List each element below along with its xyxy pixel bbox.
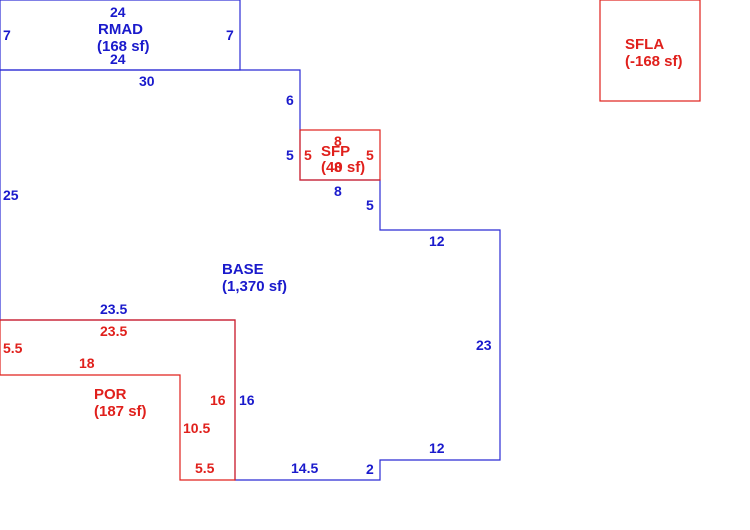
dim-sfp-right: 5 (366, 147, 374, 163)
dim-base-notch: 2 (366, 461, 374, 477)
dim-base-left-top: 23.5 (100, 301, 127, 317)
dim-por-right: 16 (210, 392, 226, 408)
dim-rmad-top: 24 (110, 4, 126, 20)
dim-rmad-right: 7 (226, 27, 234, 43)
dim-por-left: 5.5 (3, 340, 23, 356)
rmad-area: (168 sf) (97, 38, 150, 55)
dim-rmad-bottom: 24 (110, 51, 126, 67)
rmad-outline (0, 0, 241, 71)
dim-sfp-left: 5 (304, 147, 312, 163)
dim-base-lower-step: 12 (429, 440, 445, 456)
dim-por-step: 18 (79, 355, 95, 371)
sfp-outline (299, 129, 381, 181)
dim-por-top: 23.5 (100, 323, 127, 339)
sfla-name: SFLA (625, 36, 664, 53)
sfla-outline (599, 0, 701, 102)
dim-base-right: 23 (476, 337, 492, 353)
dim-rmad-left: 7 (3, 27, 11, 43)
dim-base-r3: 5 (366, 197, 374, 213)
base-area: (1,370 sf) (222, 278, 287, 295)
rmad-name: RMAD (98, 21, 143, 38)
dim-base-r1: 6 (286, 92, 294, 108)
sfp-area: (40 sf) (321, 159, 365, 176)
dim-base-ledge: 12 (429, 233, 445, 249)
dim-por-bottom: 5.5 (195, 460, 215, 476)
dim-base-left-vert: 16 (239, 392, 255, 408)
por-area: (187 sf) (94, 403, 147, 420)
dim-base-step-bottom: 8 (334, 183, 342, 199)
dim-por-inner: 10.5 (183, 420, 210, 436)
dim-sfp-bottom: 8 (334, 159, 342, 175)
sfp-name: SFP (321, 143, 350, 160)
por-name: POR (94, 386, 127, 403)
sfla-area: (-168 sf) (625, 53, 683, 70)
dim-base-left: 25 (3, 187, 19, 203)
dim-base-top: 30 (139, 73, 155, 89)
dim-sfp-top: 8 (334, 133, 342, 149)
base-name: BASE (222, 261, 264, 278)
dim-base-r2: 5 (286, 147, 294, 163)
por-outline (0, 319, 236, 481)
dim-base-bottom: 14.5 (291, 460, 318, 476)
